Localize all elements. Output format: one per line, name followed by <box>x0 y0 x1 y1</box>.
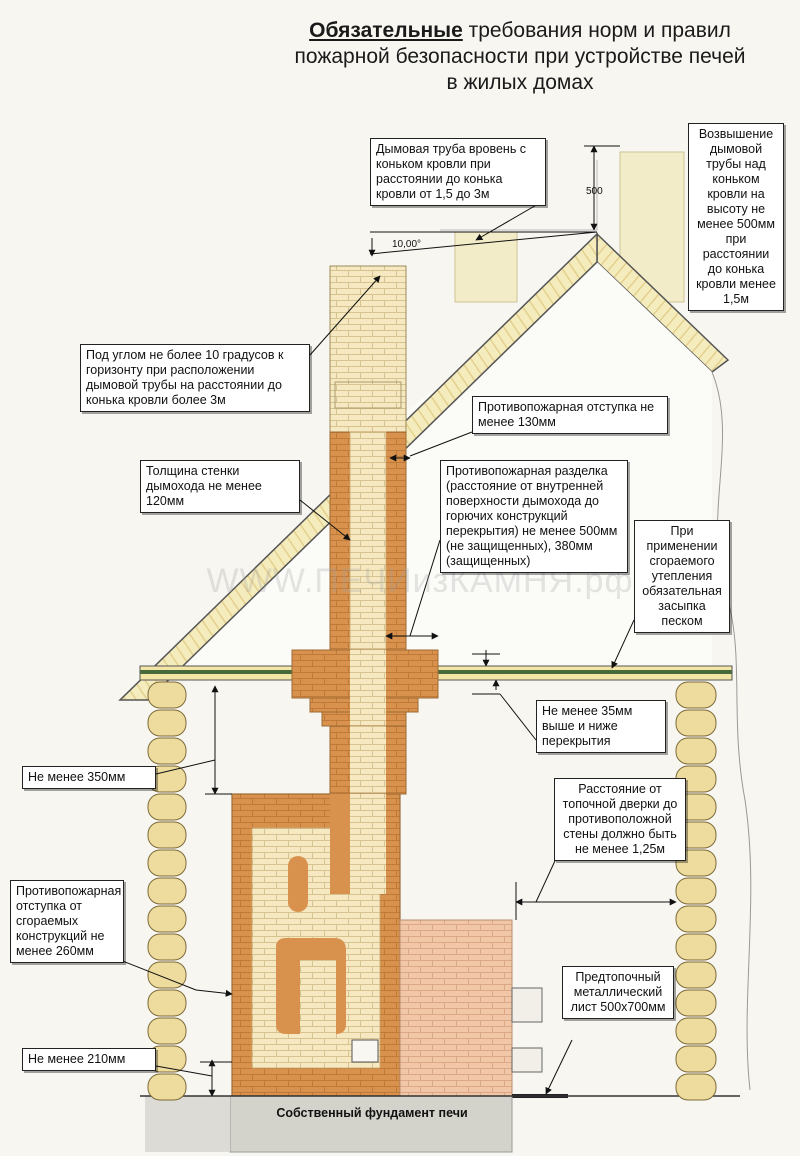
flue-channel <box>349 431 387 659</box>
fire-door <box>351 1039 379 1063</box>
callout-metal-sheet: Предтопочный металлический лист 500х700м… <box>562 966 674 1019</box>
foundation-label: Собственный фундамент печи <box>276 1106 468 1120</box>
callout-insulation: При применении сгораемого утепления обяз… <box>634 520 730 633</box>
callout-chimney-level: Дымовая труба вровень с коньком кровли п… <box>370 138 546 206</box>
log-course <box>147 1073 187 1101</box>
title-line2: пожарной безопасности при устройстве печ… <box>294 45 746 68</box>
log-course <box>675 905 717 933</box>
callout-chimney-rise: Возвышение дымовой трубы над коньком кро… <box>688 123 784 311</box>
log-course <box>675 681 717 709</box>
callout-fire-cut: Противопожарная разделка (расстояние от … <box>440 460 628 573</box>
log-course <box>147 961 187 989</box>
gable-interior <box>140 262 712 700</box>
log-course <box>675 849 717 877</box>
log-course <box>147 933 187 961</box>
log-course <box>147 989 187 1017</box>
log-course <box>675 877 717 905</box>
log-course <box>675 737 717 765</box>
log-course <box>147 709 187 737</box>
log-course <box>147 877 187 905</box>
callout-fire-gap-260: Противопожарная отступка от сгораемых ко… <box>10 880 124 963</box>
page-title: Обязательные требования норм и правил по… <box>250 18 790 96</box>
log-wall-right <box>675 681 717 1101</box>
callout-door-distance: Расстояние от топочной дверки до противо… <box>554 778 686 861</box>
smoke-channel-1 <box>288 856 308 912</box>
ghost-chimney-mid <box>454 231 518 303</box>
title-line1: требования норм и правил <box>462 19 731 42</box>
log-course <box>147 681 187 709</box>
right-wall-line <box>711 371 752 1091</box>
log-course <box>675 1045 717 1073</box>
log-course <box>147 849 187 877</box>
log-course <box>675 933 717 961</box>
log-course <box>675 709 717 737</box>
callout-angle-rule: Под углом не более 10 градусов к горизон… <box>80 344 310 412</box>
log-course <box>147 793 187 821</box>
chimney-top <box>329 265 407 437</box>
stove-pink <box>399 919 513 1097</box>
callout-above-below-35: Не менее 35мм выше и ниже перекрытия <box>536 700 666 753</box>
log-course <box>147 821 187 849</box>
log-wall-left <box>147 681 187 1101</box>
callout-wall-thickness: Толщина стенки дымохода не менее 120мм <box>140 460 300 513</box>
log-course <box>675 989 717 1017</box>
log-course <box>147 905 187 933</box>
smoke-channel-2 <box>276 938 346 1034</box>
title-line3: в жилых домах <box>446 71 594 94</box>
callout-min-210: Не менее 210мм <box>22 1048 156 1071</box>
callout-fire-gap-130: Противопожарная отступка не менее 130мм <box>472 396 668 434</box>
log-course <box>675 961 717 989</box>
log-course <box>147 737 187 765</box>
dimension-angle: 10,00° <box>392 239 421 250</box>
log-course <box>147 1017 187 1045</box>
callout-min-350: Не менее 350мм <box>22 766 156 789</box>
stove-foundation <box>229 1095 513 1153</box>
log-course <box>675 1073 717 1101</box>
dimension-500: 500 <box>586 186 603 197</box>
log-course <box>675 1017 717 1045</box>
title-emphasis: Обязательные <box>309 19 463 42</box>
